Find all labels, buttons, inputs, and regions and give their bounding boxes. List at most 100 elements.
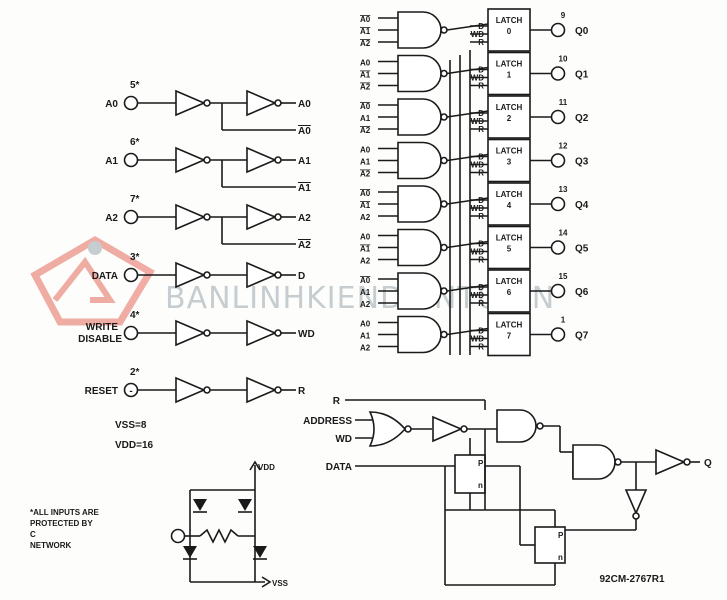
output-pin-3 (550, 153, 566, 168)
buffer-a-bubble (203, 271, 211, 279)
vdd-arrow-icon (249, 460, 261, 471)
gate-input-label: A1 (360, 27, 371, 36)
input-label: A2 (105, 213, 118, 224)
buffer-output-label: A1 (298, 156, 311, 167)
input-pin-4 (123, 325, 139, 341)
gate-input-label: A2 (360, 257, 371, 266)
gate-output-wire (446, 110, 489, 118)
buffer-a-bubble (203, 386, 211, 394)
latch-label: LATCH (496, 103, 523, 112)
gate-output-wire (446, 240, 489, 249)
latch-index: 4 (507, 201, 512, 210)
nand-gate-3 (397, 141, 442, 180)
nand-gate-4 (397, 185, 442, 223)
latch-label: LATCH (496, 147, 523, 156)
input-pin-3 (123, 267, 139, 283)
gate-output-wire (446, 327, 489, 336)
buffer-output-complement: A1 (298, 183, 311, 194)
protection-input-pin (170, 528, 186, 544)
latch-label: LATCH (496, 16, 523, 25)
detail-nand-a-bubble (536, 422, 544, 430)
latch-label: LATCH (496, 60, 523, 69)
input-label: A1 (105, 156, 118, 167)
nand-bubble (440, 26, 448, 34)
latch-index: 5 (507, 245, 512, 254)
input-label: RESET (85, 386, 118, 397)
detail-out-buffer-triangle (655, 448, 687, 476)
output-label: Q1 (575, 70, 589, 81)
pin-number: 5* (130, 80, 140, 91)
protection-vdd-label: VDD (258, 463, 275, 472)
buffer-a-triangle (175, 146, 207, 174)
p-label: P (478, 459, 484, 468)
detail-address-label: ADDRESS (303, 416, 352, 427)
output-pin-0 (550, 22, 566, 38)
buffer-a-bubble (203, 213, 211, 221)
detail-out-buffer-bubble (683, 458, 691, 466)
n-label: n (558, 553, 563, 562)
gate-output-wire (446, 66, 489, 75)
input-label: WRITE (86, 322, 119, 333)
gate-input-label: A1 (360, 288, 371, 297)
nand-gate-5 (397, 228, 442, 267)
nand-bubble (440, 330, 448, 339)
input-pin-2 (123, 209, 139, 225)
input-pin-0 (123, 95, 139, 111)
latch-index: 2 (507, 114, 512, 123)
gate-input-label: A1 (360, 332, 371, 341)
buffer-b-triangle (246, 319, 278, 347)
gate-input-label: A1 (360, 201, 371, 210)
output-pin-number: 15 (559, 272, 568, 281)
pin-number: 6* (130, 137, 140, 148)
gate-input-label: A2 (360, 170, 371, 179)
buffer-a-triangle (175, 261, 207, 289)
output-pin-number: 11 (559, 98, 568, 107)
gate-input-label: A2 (360, 300, 371, 309)
output-pin-number: 10 (559, 55, 568, 64)
nand-gate-2 (397, 98, 442, 136)
latch-label: LATCH (496, 234, 523, 243)
buffer-b-triangle (246, 146, 278, 174)
latch-label: LATCH (496, 321, 523, 330)
buffer-b-bubble (274, 386, 282, 394)
gate-input-label: A0 (360, 189, 371, 198)
gate-input-label: A0 (360, 102, 371, 111)
output-label: Q3 (575, 157, 589, 168)
buffer-b-bubble (274, 329, 282, 337)
buffer-b-triangle (246, 261, 278, 289)
figure-code: 92CM-2767R1 (599, 574, 664, 585)
buffer-b-triangle (246, 376, 278, 404)
resistor-icon (199, 528, 239, 544)
buffer-a-triangle (175, 319, 207, 347)
buffer-output-label: WD (298, 329, 315, 340)
pin-number: 4* (130, 310, 140, 321)
output-pin-7 (550, 327, 566, 342)
output-pin-number: 9 (561, 11, 566, 20)
latch-index: 0 (507, 27, 512, 36)
nand-bubble (440, 200, 448, 208)
gate-input-label: A0 (360, 233, 371, 242)
output-pin-6 (550, 283, 566, 299)
buffer-a-bubble (203, 156, 211, 164)
nand-gate-7 (397, 315, 442, 354)
note-text: PROTECTED BY (30, 519, 93, 528)
buffer-output-complement: A0 (298, 126, 311, 137)
gate-output-wire (446, 23, 489, 31)
input-pin-1 (123, 152, 139, 168)
detail-buffer-bubble (460, 425, 468, 433)
gate-input-label: A2 (360, 39, 371, 48)
latch-index: 6 (507, 288, 512, 297)
input-label: A0 (105, 99, 118, 110)
buffer-a-bubble (203, 329, 211, 337)
gate-input-label: A1 (360, 71, 371, 80)
gate-input-label: A1 (360, 245, 371, 254)
output-pin-2 (550, 109, 566, 125)
gate-output-wire (446, 284, 489, 292)
gate-output-wire (446, 153, 489, 162)
detail-q-label: Q (704, 458, 712, 469)
diode-icon-1 (238, 499, 252, 511)
latch-label: LATCH (496, 190, 523, 199)
output-label: Q2 (575, 113, 589, 124)
